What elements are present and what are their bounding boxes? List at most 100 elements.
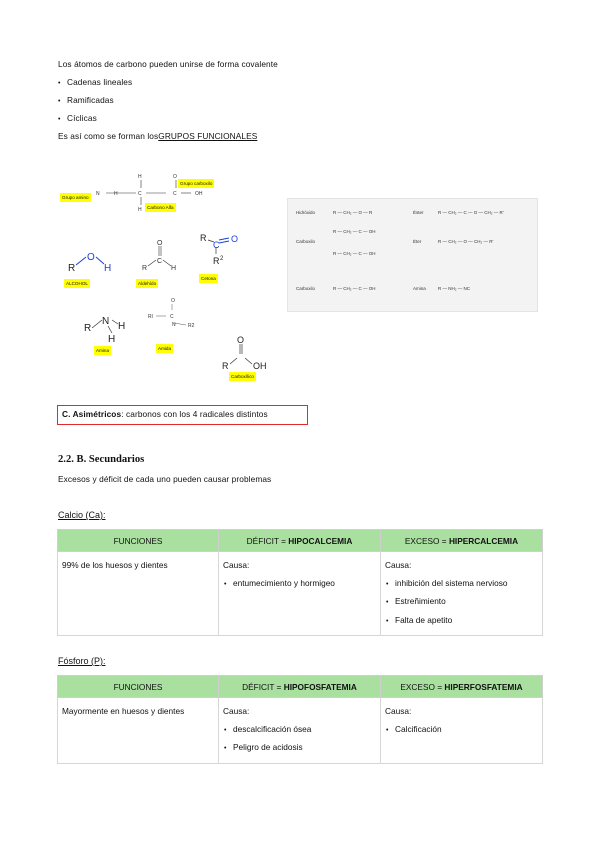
calcio-deficit-item: entumecimiento y hormigeo xyxy=(223,575,376,594)
callout-term: C. Asimétricos xyxy=(62,409,122,419)
svg-text:OH: OH xyxy=(195,191,203,197)
label-ketone: Cetona xyxy=(199,274,218,283)
calcio-exceso-item: inhibición del sistema nervioso xyxy=(385,575,538,594)
svg-text:N: N xyxy=(96,191,100,197)
calcio-exceso-item: Falta de apetito xyxy=(385,612,538,631)
fosforo-funciones-cell: Mayormente en huesos y dientes xyxy=(57,697,219,764)
calcio-caption: Calcio (Ca): xyxy=(58,510,106,520)
svg-text:R: R xyxy=(84,323,91,334)
svg-text:R: R xyxy=(142,265,147,272)
fosforo-exceso-cell: Causa: Calcificación xyxy=(380,697,543,764)
calcio-exceso-prefix: EXCESO = xyxy=(404,535,449,546)
svg-text:O: O xyxy=(87,252,95,263)
fosforo-exceso-term: HIPERFOSFATEMIA xyxy=(444,681,523,692)
formula-row-3b: R — NH₂ — NC xyxy=(438,286,470,291)
calcio-funciones-text: 99% de los huesos y dientes xyxy=(62,560,168,570)
fosforo-deficit-item: descalcificación ósea xyxy=(223,721,376,740)
fosforo-header-exceso: EXCESO = HIPERFOSFATEMIA xyxy=(380,675,543,698)
svg-text:C: C xyxy=(173,191,177,197)
svg-text:O: O xyxy=(237,335,244,345)
svg-text:H: H xyxy=(108,334,115,345)
calcio-deficit-causa: Causa: xyxy=(223,560,250,570)
fosforo-deficit-causa: Causa: xyxy=(223,706,250,716)
fosforo-deficit-item: Peligro de acidosis xyxy=(223,739,376,758)
svg-text:R: R xyxy=(222,361,229,371)
svg-text:H: H xyxy=(104,263,111,274)
label-amine: Amina xyxy=(94,346,112,355)
svg-text:O: O xyxy=(157,240,163,247)
svg-text:R2: R2 xyxy=(188,323,195,329)
section-heading: 2.2. B. Secundarios xyxy=(58,454,145,465)
calcio-deficit-term: HIPOCALCEMIA xyxy=(288,535,353,546)
svg-text:R: R xyxy=(213,256,220,266)
svg-text:O: O xyxy=(171,298,175,304)
calcio-header-deficit: DÉFICIT = HIPOCALCEMIA xyxy=(218,529,381,552)
label-amide: Amida xyxy=(156,344,174,353)
fosforo-header-deficit: DÉFICIT = HIPOFOSFATEMIA xyxy=(218,675,381,698)
bullet-cadenas-lineales: Cadenas lineales xyxy=(58,77,132,87)
formula-row-3-name: Carboxilo xyxy=(296,286,316,291)
fosforo-deficit-term: HIPOFOSFATEMIA xyxy=(283,681,357,692)
svg-text:R: R xyxy=(200,233,207,243)
bullet-ramificadas: Ramificadas xyxy=(58,95,114,105)
formula-row-1-name2: Éster xyxy=(413,210,424,215)
svg-text:OH: OH xyxy=(253,361,267,371)
asymmetric-carbon-callout: C. Asimétricos: carbonos con los 4 radic… xyxy=(57,405,308,425)
svg-text:Rl: Rl xyxy=(148,314,153,320)
svg-text:O: O xyxy=(173,174,177,180)
intro-text: Los átomos de carbono pueden unirse de f… xyxy=(58,59,278,69)
svg-text:H: H xyxy=(138,174,142,180)
fosforo-deficit-prefix: DÉFICIT = xyxy=(242,681,284,692)
calcio-exceso-term: HIPERCALCEMIA xyxy=(448,535,519,546)
formula-row-1b: R — CH₂ — C — O — CH₂ — R' xyxy=(438,210,504,215)
calcio-funciones-cell: 99% de los huesos y dientes xyxy=(57,551,219,636)
calcio-deficit-cell: Causa: entumecimiento y hormigeo xyxy=(218,551,381,636)
fosforo-deficit-cell: Causa: descalcificación ósea Peligro de … xyxy=(218,697,381,764)
formula-row-2b: R — CH₂ — O — CH₂ — R' xyxy=(438,239,494,244)
calcio-header-exceso: EXCESO = HIPERCALCEMIA xyxy=(380,529,543,552)
calcio-exceso-item: Estreñimiento xyxy=(385,593,538,612)
fosforo-caption: Fósforo (P): xyxy=(58,656,106,666)
bullet-ciclicas: Cíclicas xyxy=(58,113,97,123)
callout-definition: : carbonos con los 4 radicales distintos xyxy=(121,409,268,419)
svg-text:N: N xyxy=(172,322,176,328)
label-aldehyde: Aldehído xyxy=(136,279,159,288)
formula-row-1: R — CH₂ — O — R xyxy=(333,210,373,215)
label-amino-group: Grupo amino xyxy=(60,193,91,202)
section-intro: Excesos y déficit de cada uno pueden cau… xyxy=(58,474,272,484)
svg-text:C: C xyxy=(138,191,142,197)
functional-groups-line: Es así como se forman losGRUPOS FUNCIONA… xyxy=(58,131,257,141)
formula-row-1-name: Hidróxido xyxy=(296,210,316,215)
svg-text:C: C xyxy=(213,240,220,250)
formula-row-3: R — CH₂ — C — OH xyxy=(333,286,376,291)
fosforo-exceso-item: Calcificación xyxy=(385,721,538,740)
formula-row-2: R — CH₂ — C — OH xyxy=(333,229,376,234)
svg-text:N: N xyxy=(102,316,109,327)
calcio-deficit-prefix: DÉFICIT = xyxy=(246,535,289,546)
formula-row-3-name2: Amina xyxy=(413,286,426,291)
svg-text:2: 2 xyxy=(220,256,224,262)
label-carboxyl-group: Grupo carboxilo xyxy=(178,179,215,188)
formulas-panel: Hidróxido R — CH₂ — O — R Éster R — CH₂ … xyxy=(287,198,538,312)
fosforo-table: FUNCIONES DÉFICIT = HIPOFOSFATEMIA EXCES… xyxy=(57,675,543,764)
label-alpha-carbon: Carbono Alfa xyxy=(145,203,176,212)
calcio-table: FUNCIONES DÉFICIT = HIPOCALCEMIA EXCESO … xyxy=(57,529,543,636)
calcio-exceso-causa: Causa: xyxy=(385,560,412,570)
svg-text:H: H xyxy=(118,321,125,332)
formula-row-2-name2: Éter xyxy=(413,239,422,244)
svg-text:C: C xyxy=(170,314,174,320)
fosforo-header-funciones: FUNCIONES xyxy=(57,675,219,698)
formula-row-2-alt: R — CH₂ — C — OH xyxy=(333,251,376,256)
svg-text:H: H xyxy=(171,265,176,272)
functional-groups-link[interactable]: GRUPOS FUNCIONALES xyxy=(158,131,258,141)
svg-text:R: R xyxy=(68,263,75,274)
label-alcohol: ALCOHOL xyxy=(64,279,90,288)
fosforo-exceso-prefix: EXCESO = xyxy=(400,681,445,692)
calcio-exceso-cell: Causa: inhibición del sistema nervioso E… xyxy=(380,551,543,636)
svg-text:O: O xyxy=(231,234,238,244)
svg-text:H: H xyxy=(138,207,142,213)
label-carboxylic: Carboxílico xyxy=(229,372,256,381)
svg-text:H: H xyxy=(114,191,118,197)
